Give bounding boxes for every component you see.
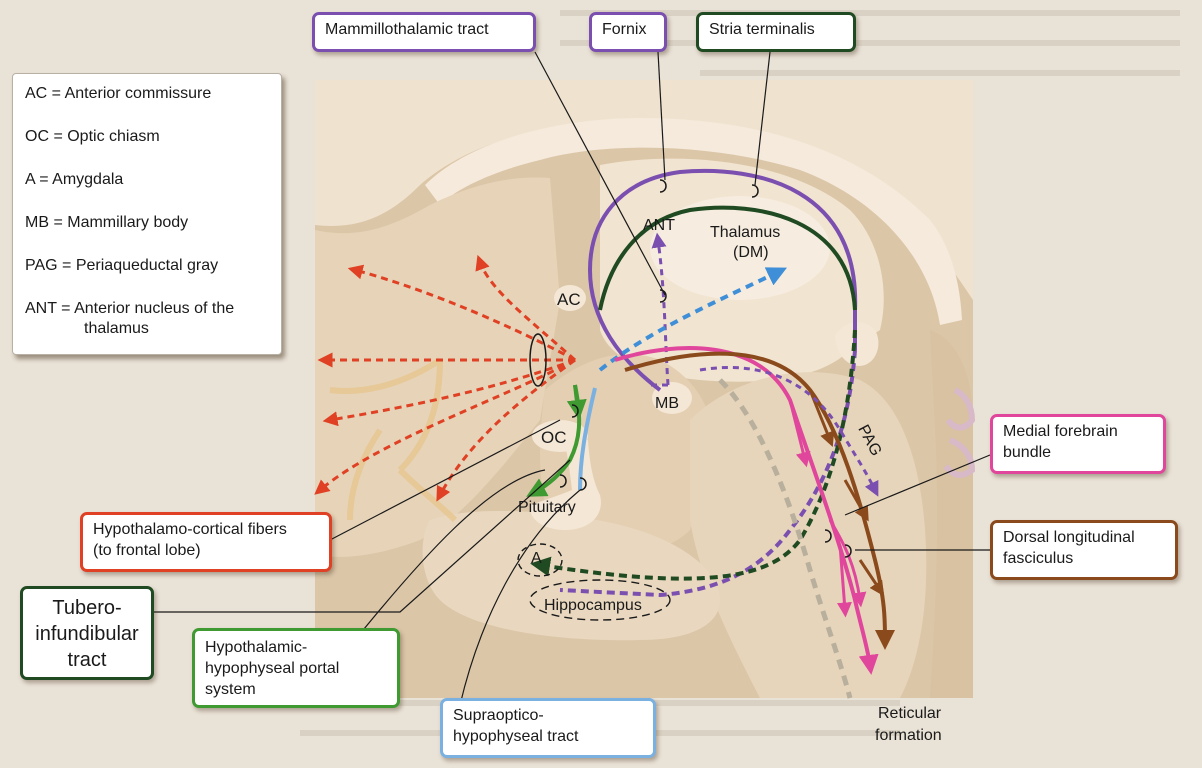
mammillary-body	[652, 382, 692, 414]
legend-item-pag: PAG = Periaqueductal gray	[25, 257, 219, 274]
legend-item-oc: OC = Optic chiasm	[25, 128, 160, 145]
supraoptico-tract-path	[578, 387, 597, 491]
legend-item-ac: AC = Anterior commissure	[25, 85, 212, 102]
legend-item-mb: MB = Mammillary body	[25, 214, 189, 231]
fornix-to-hippocampus	[559, 349, 857, 598]
stria-terminalis-callout: Stria terminalis	[696, 12, 856, 52]
hypothalamo-cortical-callout: Hypothalamo-cortical fibers (to frontal …	[80, 512, 332, 572]
legend-item-ant: ANT = Anterior nucleus of the thalamus	[25, 300, 235, 337]
thalamus-sublabel: (DM)	[733, 244, 769, 261]
pituitary-label: Pituitary	[518, 499, 576, 516]
stria-terminalis-return	[530, 329, 857, 581]
abbreviation-legend: AC = Anterior commissure OC = Optic chia…	[12, 73, 282, 355]
fornix-callout: Fornix	[589, 12, 667, 52]
mfb-branch-1	[788, 399, 811, 468]
leader-clasps	[559, 179, 852, 558]
reticular-formation-path	[718, 378, 853, 699]
frontal-vessels	[329, 357, 458, 523]
tubero-small	[566, 384, 587, 420]
hippocampus-label: Hippocampus	[544, 597, 642, 614]
fornix-path	[587, 168, 858, 392]
optic-chiasm	[532, 420, 588, 452]
dorsal-longitudinal-callout: Dorsal longitudinal fasciculus	[990, 520, 1178, 580]
amygdala-label: A	[531, 550, 542, 567]
mfb-branch-3	[836, 544, 852, 618]
reticular-label: Reticular	[878, 705, 942, 722]
legend-item-a: A = Amygdala	[25, 171, 124, 188]
dlf-branch-2	[843, 479, 869, 522]
cerebellum	[930, 330, 973, 698]
temporal-lobe	[422, 510, 720, 641]
reticular-sublabel: formation	[875, 727, 942, 744]
hippocampus-outline	[529, 579, 671, 621]
stria-terminalis-path	[598, 205, 857, 311]
amygdala-outline	[517, 543, 563, 577]
supraoptico-callout: Supraoptico- hypophyseal tract	[440, 698, 656, 758]
oc-label: OC	[541, 428, 567, 447]
anterior-commissure	[554, 285, 586, 311]
hypothalamo-cortical-origin	[529, 333, 547, 387]
pag-purple-path	[699, 366, 879, 497]
tubero-infundibular-callout: Tubero- infundibular tract	[20, 586, 154, 680]
blue-to-thalamus	[598, 267, 788, 372]
portal-system-callout: Hypothalamic- hypophyseal portal system	[192, 628, 400, 708]
thalamus-label: Thalamus	[710, 224, 780, 241]
mammillothalamic-path	[651, 232, 670, 386]
right-blank-margin	[973, 80, 1202, 700]
corpus-callosum	[425, 118, 962, 325]
cerebellum-folia	[943, 387, 976, 478]
mammillothalamic-callout: Mammillothalamic tract	[312, 12, 536, 52]
brainstem	[690, 372, 927, 698]
dlf-branch-3	[858, 559, 885, 597]
medial-forebrain-callout: Medial forebrain bundle	[990, 414, 1166, 474]
cortex-upper	[315, 80, 973, 300]
mb-label: MB	[655, 395, 679, 412]
ac-label: AC	[557, 290, 581, 309]
leader-lines	[150, 51, 991, 706]
ant-label: ANT	[643, 217, 675, 234]
